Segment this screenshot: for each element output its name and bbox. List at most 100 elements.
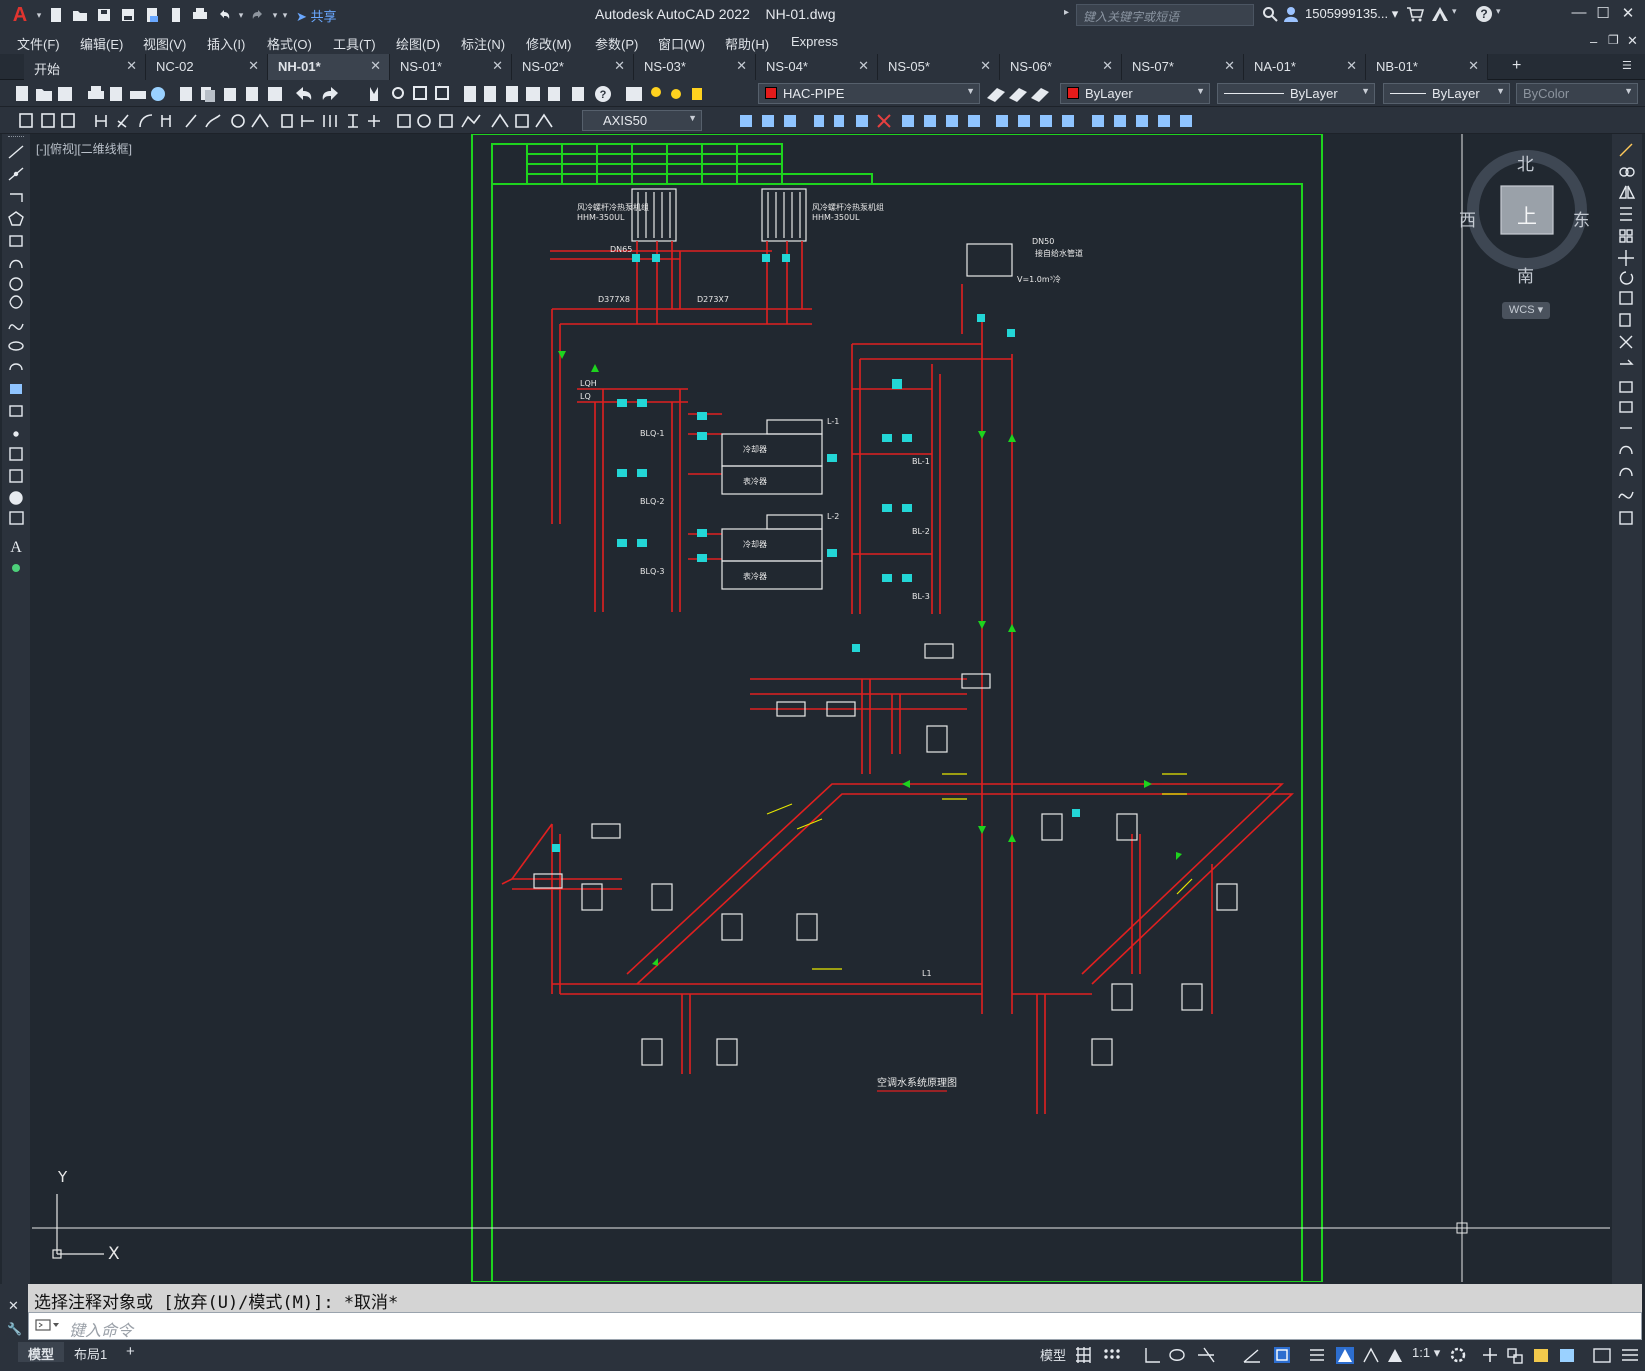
search-input[interactable]: 键入关键字或短语 [1076, 4, 1254, 26]
maximize-icon[interactable]: ☐ [1596, 5, 1610, 22]
layer-dropdown[interactable]: HAC-PIPE▼ [758, 83, 980, 104]
quick-access-customize-icon[interactable]: ▾ [282, 9, 288, 20]
user-name[interactable]: 1505999135... ▾ [1305, 6, 1399, 21]
tab-ns-04[interactable]: NS-04*✕ [756, 54, 878, 80]
close-icon[interactable]: ✕ [126, 58, 137, 73]
viewcube[interactable]: 北 南 东 西 上 [1459, 150, 1590, 286]
undo-icon[interactable] [213, 4, 235, 26]
new-tab-plus-icon[interactable]: + [1512, 57, 1522, 74]
tab-list-icon[interactable]: ☰ [1622, 60, 1632, 72]
tab-nh-01[interactable]: NH-01*✕ [268, 54, 390, 80]
close-icon[interactable]: ✕ [614, 58, 625, 73]
dimstyle-dropdown[interactable]: AXIS50▼ [582, 110, 702, 131]
command-prompt-icon[interactable] [35, 1318, 59, 1335]
search-icon[interactable] [1262, 6, 1278, 25]
draw-tools-icons[interactable]: A [8, 144, 26, 574]
open-file-icon[interactable] [69, 4, 91, 26]
redo-icon[interactable] [247, 4, 269, 26]
close-icon[interactable]: ✕ [1621, 5, 1635, 22]
dimension-toolbar-icons[interactable] [6, 111, 576, 131]
viewcube-east[interactable]: 东 [1573, 211, 1590, 230]
close-icon[interactable]: ✕ [1102, 58, 1113, 73]
tab-model[interactable]: 模型 [18, 1342, 65, 1362]
share-button[interactable]: ➤ 共享 [296, 6, 337, 25]
menu-express[interactable]: Express [791, 34, 838, 49]
linetype-dropdown[interactable]: ByLayer▼ [1217, 83, 1375, 104]
menu-modify[interactable]: 修改(M) [526, 37, 572, 52]
drafting-aids-icons[interactable] [1074, 1346, 1404, 1366]
save-icon[interactable] [93, 4, 115, 26]
redo-caret-icon[interactable]: ▾ [272, 9, 278, 20]
close-icon[interactable]: ✕ [736, 58, 747, 73]
autodesk-account-icon[interactable] [1430, 5, 1450, 26]
user-icon[interactable] [1283, 6, 1299, 25]
command-input[interactable]: 键入命令 [28, 1312, 1642, 1340]
tab-ns-01[interactable]: NS-01*✕ [390, 54, 512, 80]
menu-dimension[interactable]: 标注(N) [461, 37, 506, 52]
close-icon[interactable]: ✕ [980, 58, 991, 73]
menu-tools[interactable]: 工具(T) [333, 37, 376, 52]
undo-caret-icon[interactable]: ▾ [238, 9, 244, 20]
model-space-toggle[interactable]: 模型 [1040, 1348, 1067, 1363]
new-file-icon[interactable] [45, 4, 67, 26]
tab-ns-02[interactable]: NS-02*✕ [512, 54, 634, 80]
annotation-scale[interactable]: 1:1 ▾ [1412, 1345, 1441, 1360]
tab-ns-06[interactable]: NS-06*✕ [1000, 54, 1122, 80]
publish-icon[interactable] [141, 4, 163, 26]
layer-tools-icons[interactable] [985, 84, 1051, 104]
search-expand-icon[interactable]: ▸ [1064, 7, 1070, 18]
tab-ns-03[interactable]: NS-03*✕ [634, 54, 756, 80]
command-line-handle[interactable]: ✕ 🔧 [0, 1284, 28, 1340]
plot-icon[interactable] [189, 4, 211, 26]
lineweight-dropdown[interactable]: ByLayer▼ [1383, 83, 1510, 104]
tab-ns-05[interactable]: NS-05*✕ [878, 54, 1000, 80]
app-menu-caret-icon[interactable]: ▾ [36, 9, 42, 20]
cart-icon[interactable] [1406, 6, 1425, 25]
viewport-controls-label[interactable]: [-][俯视][二维线框] [36, 142, 133, 156]
close-icon[interactable]: ✕ [1224, 58, 1235, 73]
doc-close-icon[interactable]: ✕ [1627, 33, 1638, 48]
modify-tools-icons[interactable] [1618, 142, 1638, 542]
wcs-menu[interactable]: WCS ▾ [1502, 302, 1550, 319]
doc-minimize-icon[interactable]: – [1590, 34, 1598, 49]
viewcube-west[interactable]: 西 [1459, 211, 1476, 230]
menu-format[interactable]: 格式(O) [267, 37, 312, 52]
viewcube-south[interactable]: 南 [1517, 267, 1534, 286]
help-icon[interactable]: ? [1475, 5, 1493, 26]
menu-draw[interactable]: 绘图(D) [396, 37, 441, 52]
wrench-icon[interactable]: 🔧 [7, 1322, 22, 1336]
tab-ns-07[interactable]: NS-07*✕ [1122, 54, 1244, 80]
autocad-logo-icon[interactable]: A [12, 4, 28, 26]
plotstyle-dropdown[interactable]: ByColor▼ [1516, 83, 1638, 104]
doc-restore-icon[interactable]: ❐ [1608, 33, 1619, 47]
tab-layout1[interactable]: 布局1 [74, 1347, 108, 1362]
close-icon[interactable]: ✕ [248, 58, 259, 73]
close-icon[interactable]: ✕ [8, 1298, 19, 1313]
save-as-icon[interactable] [117, 4, 139, 26]
tab-nc-02[interactable]: NC-02✕ [146, 54, 268, 80]
close-icon[interactable]: ✕ [370, 58, 381, 73]
close-icon[interactable]: ✕ [1346, 58, 1357, 73]
minimize-icon[interactable]: — [1571, 4, 1587, 21]
status-tools-icons[interactable] [1448, 1346, 1642, 1366]
tab-na-01[interactable]: NA-01*✕ [1244, 54, 1366, 80]
account-caret-icon[interactable]: ▾ [1452, 6, 1457, 16]
tab-nb-01[interactable]: NB-01*✕ [1366, 54, 1488, 80]
close-icon[interactable]: ✕ [858, 58, 869, 73]
viewcube-top-face[interactable]: 上 [1517, 206, 1537, 228]
color-dropdown[interactable]: ByLayer▼ [1060, 83, 1210, 104]
menu-file[interactable]: 文件(F) [17, 37, 60, 52]
menu-window[interactable]: 窗口(W) [658, 37, 705, 52]
menu-view[interactable]: 视图(V) [143, 37, 187, 52]
add-layout-plus-icon[interactable]: + [126, 1343, 135, 1360]
palette-grip[interactable] [8, 136, 24, 138]
menu-insert[interactable]: 插入(I) [207, 37, 246, 52]
close-icon[interactable]: ✕ [1468, 58, 1479, 73]
modify-toolbar-icons[interactable] [706, 111, 1226, 131]
close-icon[interactable]: ✕ [492, 58, 503, 73]
menu-parametric[interactable]: 参数(P) [595, 37, 639, 52]
menu-edit[interactable]: 编辑(E) [80, 37, 124, 52]
standard-toolbar-icons[interactable]: ? [6, 84, 706, 104]
help-caret-icon[interactable]: ▾ [1496, 6, 1501, 16]
drawing-canvas[interactable]: 风冷螺杆冷热泵机组 HHM-350UL 风冷螺杆冷热泵机组 HHM-350UL … [32, 134, 1610, 1282]
